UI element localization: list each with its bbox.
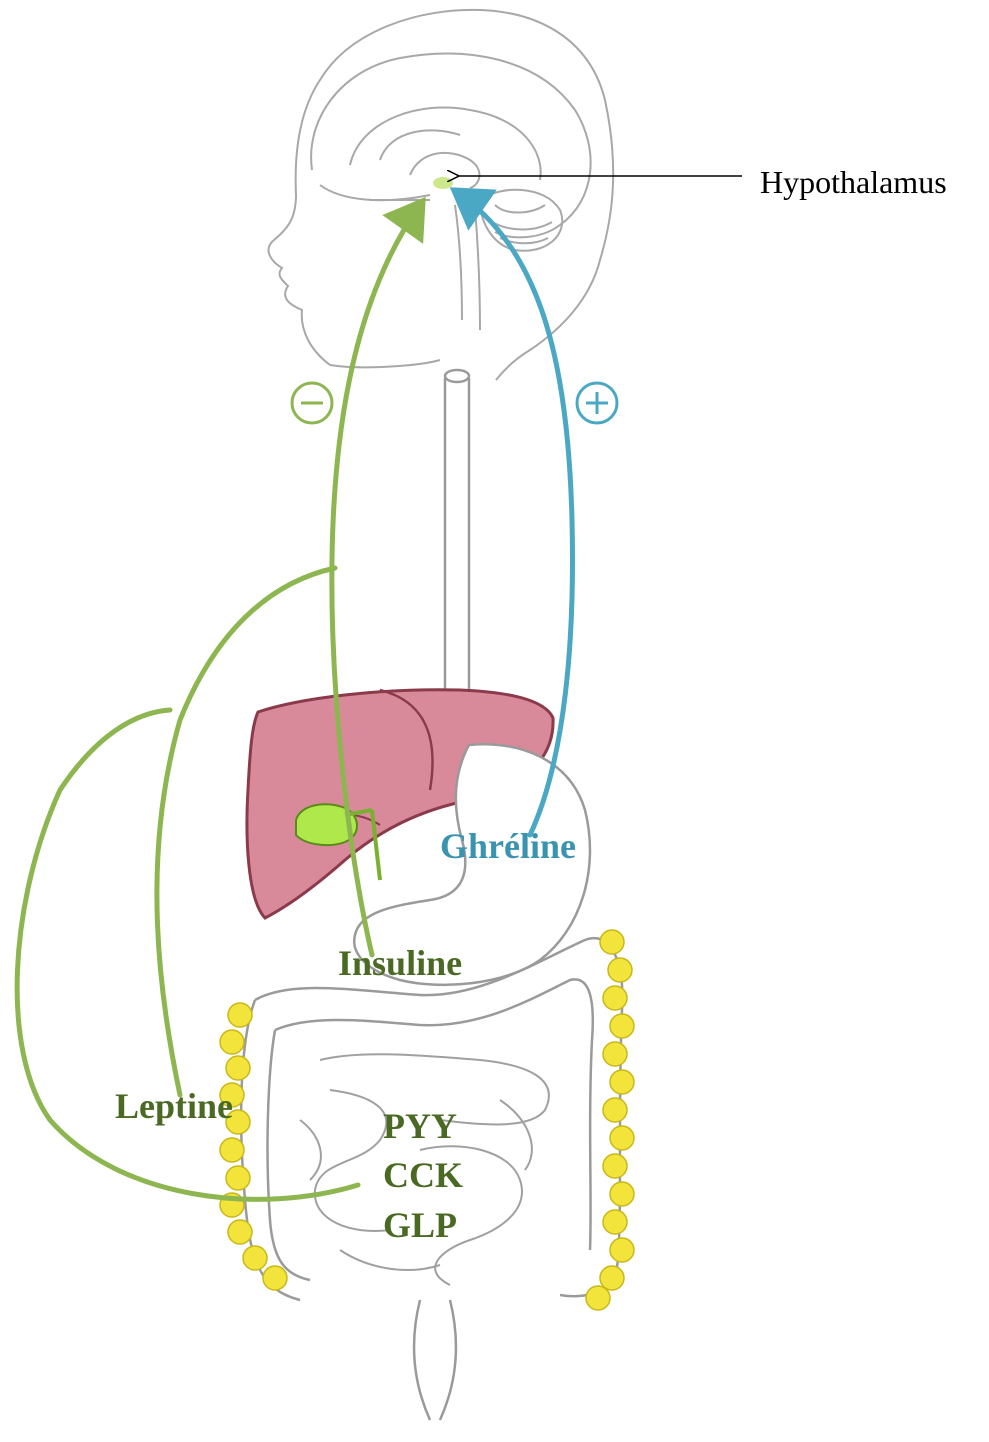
insuline-label: Insuline — [338, 943, 462, 983]
pyy-label: PYY — [383, 1106, 457, 1146]
ghreline-label: Ghréline — [440, 826, 576, 866]
hypothalamus-label: Hypothalamus — [760, 164, 947, 200]
leptine-label: Leptine — [115, 1086, 233, 1126]
cck-label: CCK — [383, 1155, 463, 1195]
inhibit-sign — [292, 383, 332, 423]
hypothalamus-marker — [433, 177, 453, 189]
glp-label: GLP — [383, 1205, 457, 1245]
stimulate-sign — [577, 383, 617, 423]
head-illustration — [269, 10, 614, 380]
esophagus-illustration — [445, 370, 469, 700]
